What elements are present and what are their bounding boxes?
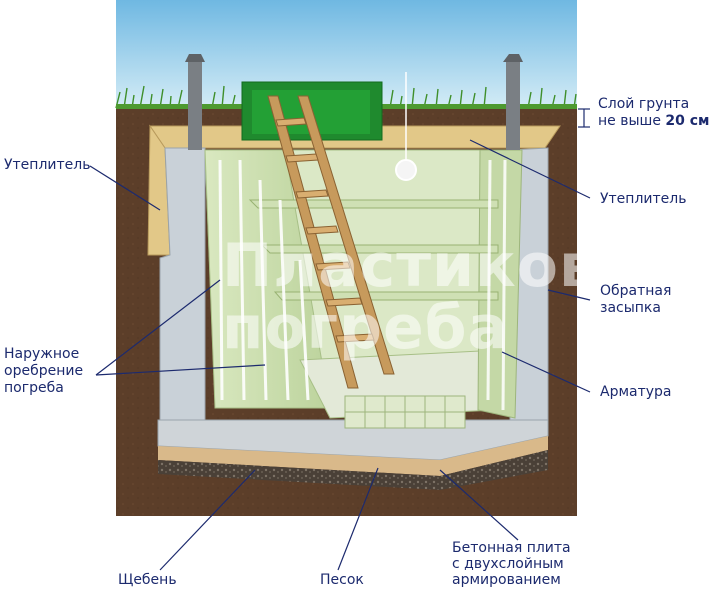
- label-concrete-slab-line2: с двухслойным: [452, 556, 564, 572]
- leader-lines: [89, 108, 591, 571]
- ladder: [267, 95, 395, 389]
- floor-grid: [344, 395, 466, 429]
- label-concrete-slab-line1: Бетонная плита: [452, 540, 571, 556]
- backfill-left: [159, 147, 206, 431]
- label-ribbing-line3: погреба: [4, 380, 64, 396]
- label-concrete-slab: Бетонная плита с двухслойным армирование…: [452, 540, 571, 588]
- label-gravel: Щебень: [118, 572, 177, 588]
- label-sand: Песок: [320, 572, 364, 588]
- watermark-line1: Пластиковые: [222, 231, 695, 301]
- vent-pipe-left: [185, 54, 205, 150]
- grass: [115, 85, 577, 109]
- external-ribbing: [218, 159, 310, 401]
- label-backfill: Обратная засыпка: [600, 283, 671, 317]
- label-ribbing-line1: Наружное: [4, 346, 80, 362]
- label-rebar: Арматура: [600, 384, 672, 400]
- label-insulation-left: Утеплитель: [4, 157, 91, 173]
- label-soil-layer-line1: Слой грунта: [598, 96, 690, 112]
- label-soil-layer: Слой грунта не выше 20 см: [598, 96, 710, 130]
- vent-pipe-right: [503, 54, 523, 150]
- label-soil-layer-value: 20 см: [665, 113, 710, 129]
- label-backfill-line2: засыпка: [600, 300, 661, 316]
- sand-layer: [158, 436, 548, 476]
- label-ribbing-line2: оребрение: [4, 363, 84, 379]
- shelves: [248, 199, 499, 301]
- label-backfill-line1: Обратная: [600, 283, 672, 299]
- label-concrete-slab-line3: армированием: [452, 572, 561, 588]
- label-insulation-right: Утеплитель: [600, 191, 687, 207]
- label-ribbing: Наружное оребрение погреба: [4, 346, 83, 397]
- label-soil-layer-line2-prefix: не выше: [598, 113, 666, 129]
- watermark-line2: погреба: [222, 293, 510, 363]
- lamp: [395, 159, 417, 181]
